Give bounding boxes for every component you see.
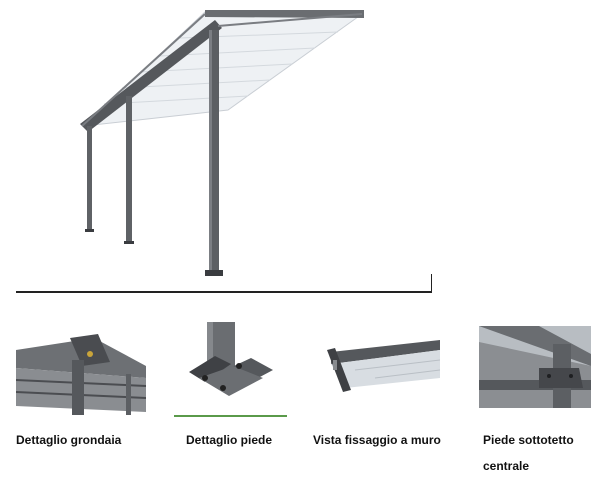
main-image-underline xyxy=(16,291,432,293)
thumbnail-wall-mount-view[interactable] xyxy=(325,320,440,415)
thumbnail-foot-detail[interactable] xyxy=(185,320,275,415)
thumbnail-caption-center-foot-line2: centrale xyxy=(483,459,530,473)
thumbnail-gutter-detail[interactable] xyxy=(16,320,146,415)
roof-panel xyxy=(82,11,364,127)
thumbnail-caption-wall-mount: Vista fissaggio a muro xyxy=(313,433,441,447)
main-product-image xyxy=(0,0,440,300)
gutter-beam xyxy=(80,20,222,132)
main-image-underline-tick xyxy=(431,274,432,293)
thumbnail-caption-gutter: Dettaglio grondaia xyxy=(16,433,122,447)
post-back xyxy=(87,126,92,230)
thumbnail-caption-center-foot: Piede sottotetto xyxy=(483,433,574,447)
wall-beam xyxy=(205,10,364,18)
thumbnail-caption-foot: Dettaglio piede xyxy=(186,433,273,447)
post-front xyxy=(209,30,219,272)
post-middle xyxy=(126,96,132,242)
thumbnail-center-under-roof-foot[interactable] xyxy=(479,326,591,408)
thumbnail-selected-indicator xyxy=(174,415,287,417)
